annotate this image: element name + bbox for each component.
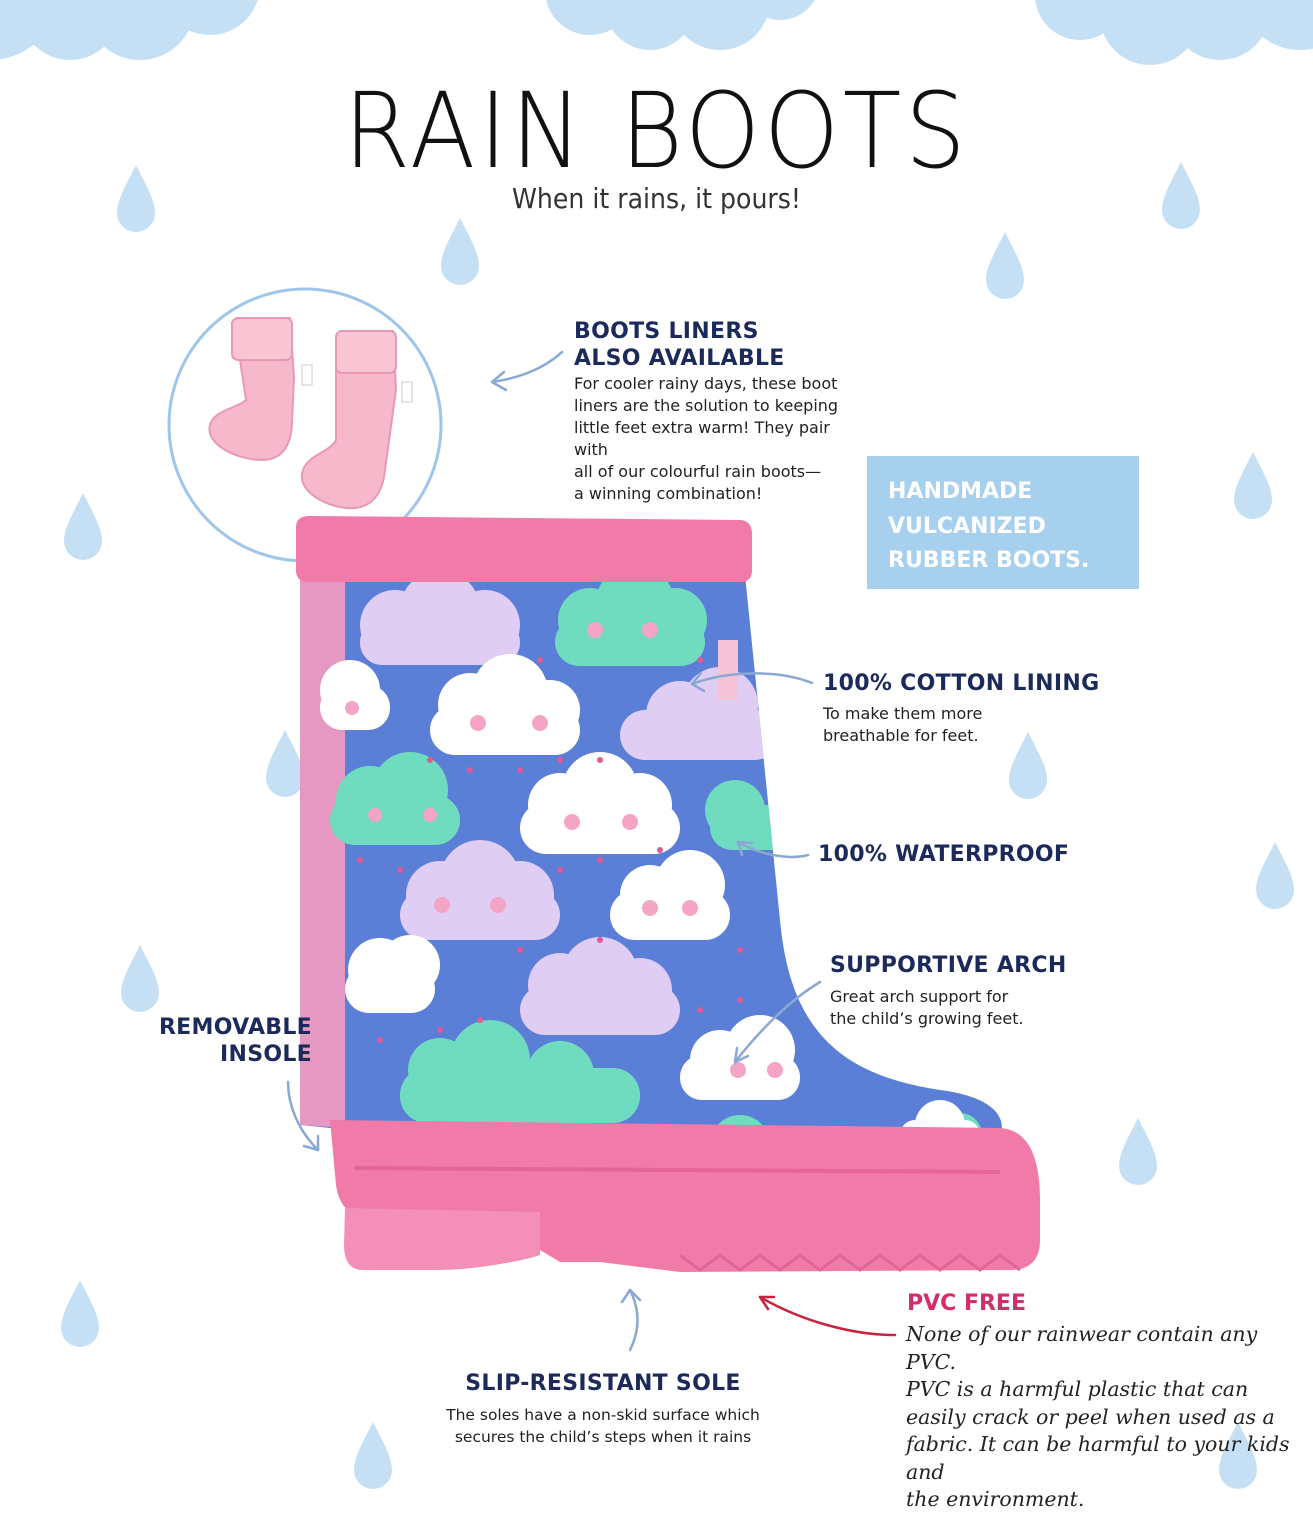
- boot-sole: [330, 1120, 1040, 1272]
- raindrop-icon: [1219, 1422, 1257, 1489]
- liners-desc-line: For cooler rainy days, these boot: [574, 374, 838, 393]
- liners-arrow: [490, 350, 564, 384]
- cloud-pattern: [320, 575, 982, 1138]
- cotton-description: To make them more breathable for feet.: [823, 703, 1043, 747]
- handmade-line: VULCANIZED: [888, 513, 1046, 539]
- sole-title: SLIP-RESISTANT SOLE: [465, 1371, 741, 1396]
- raindrop-icon: [1234, 452, 1272, 519]
- waterproof-arrow: [736, 840, 810, 859]
- raindrop-icon: [266, 730, 304, 797]
- sole-arrow: [628, 1288, 639, 1352]
- raindrop-icon: [986, 232, 1024, 299]
- raindrop-icon: [61, 1280, 99, 1347]
- raindrop-icon: [117, 165, 155, 232]
- handmade-badge-text: HANDMADE VULCANIZED RUBBER BOOTS.: [888, 475, 1128, 579]
- arch-desc-line: Great arch support for: [830, 987, 1009, 1006]
- liners-desc-line: liners are the solution to keeping: [574, 396, 839, 415]
- pvc-desc-line: None of our rainwear contain any PVC.: [906, 1322, 1258, 1374]
- boot-tag: [718, 640, 738, 700]
- pvc-desc-line: easily crack or peel when used as a: [906, 1404, 1275, 1429]
- insole-arrow: [286, 1080, 320, 1152]
- sole-desc-line: The soles have a non-skid surface which: [446, 1406, 760, 1424]
- cotton-desc-line: breathable for feet.: [823, 726, 979, 745]
- pvc-description: None of our rainwear contain any PVC. PV…: [906, 1321, 1311, 1514]
- raindrop-icon: [1256, 842, 1294, 909]
- top-clouds: [0, 0, 1313, 65]
- cotton-title: 100% COTTON LINING: [823, 671, 1100, 696]
- arch-desc-line: the child’s growing feet.: [830, 1009, 1024, 1028]
- waterproof-title: 100% WATERPROOF: [818, 842, 1070, 867]
- liners-desc-line: all of our colourful rain boots—: [574, 462, 822, 481]
- page-subtitle: When it rains, it pours!: [511, 182, 802, 215]
- insole-title-line: INSOLE: [220, 1042, 312, 1067]
- arch-arrow: [733, 980, 822, 1064]
- sole-desc-line: secures the child’s steps when it rains: [454, 1428, 752, 1446]
- handmade-badge: [867, 456, 1139, 589]
- raindrop-icon: [1009, 732, 1047, 799]
- handmade-line: RUBBER BOOTS.: [888, 548, 1090, 573]
- sole-description: The soles have a non-skid surface which …: [420, 1404, 786, 1448]
- raindrop-icon: [354, 1422, 392, 1489]
- liners-title: BOOTS LINERS ALSO AVAILABLE: [574, 318, 874, 372]
- arch-description: Great arch support for the child’s growi…: [830, 986, 1050, 1030]
- liners-desc-line: little feet extra warm! They pair with: [574, 418, 830, 459]
- insole-title-line: REMOVABLE: [158, 1015, 312, 1040]
- boot-top-band: [296, 516, 752, 582]
- arch-title: SUPPORTIVE ARCH: [830, 953, 1067, 978]
- cotton-desc-line: To make them more: [823, 704, 983, 723]
- raindrop-icon: [64, 493, 102, 560]
- pvc-arrow: [758, 1295, 897, 1337]
- raindrop-icon: [441, 218, 479, 285]
- page-title: RAIN BOOTS: [343, 70, 970, 192]
- liners-title-line: BOOTS LINERS: [574, 319, 759, 344]
- liners-desc-line: a winning combination!: [574, 484, 763, 503]
- insole-title: REMOVABLE INSOLE: [150, 1014, 312, 1068]
- liners-description: For cooler rainy days, these boot liners…: [574, 373, 864, 505]
- pvc-desc-line: fabric. It can be harmful to your kids a…: [906, 1432, 1290, 1484]
- liners-title-line: ALSO AVAILABLE: [574, 346, 785, 371]
- pvc-title: PVC FREE: [907, 1291, 1026, 1316]
- pvc-desc-line: PVC is a harmful plastic that can: [906, 1377, 1249, 1401]
- raindrop-icon: [1162, 162, 1200, 229]
- liner-socks: [208, 316, 413, 510]
- raindrop-icon: [1119, 1118, 1157, 1185]
- raindrop-icon: [121, 945, 159, 1012]
- cotton-arrow: [690, 672, 814, 686]
- handmade-line: HANDMADE: [888, 479, 1033, 504]
